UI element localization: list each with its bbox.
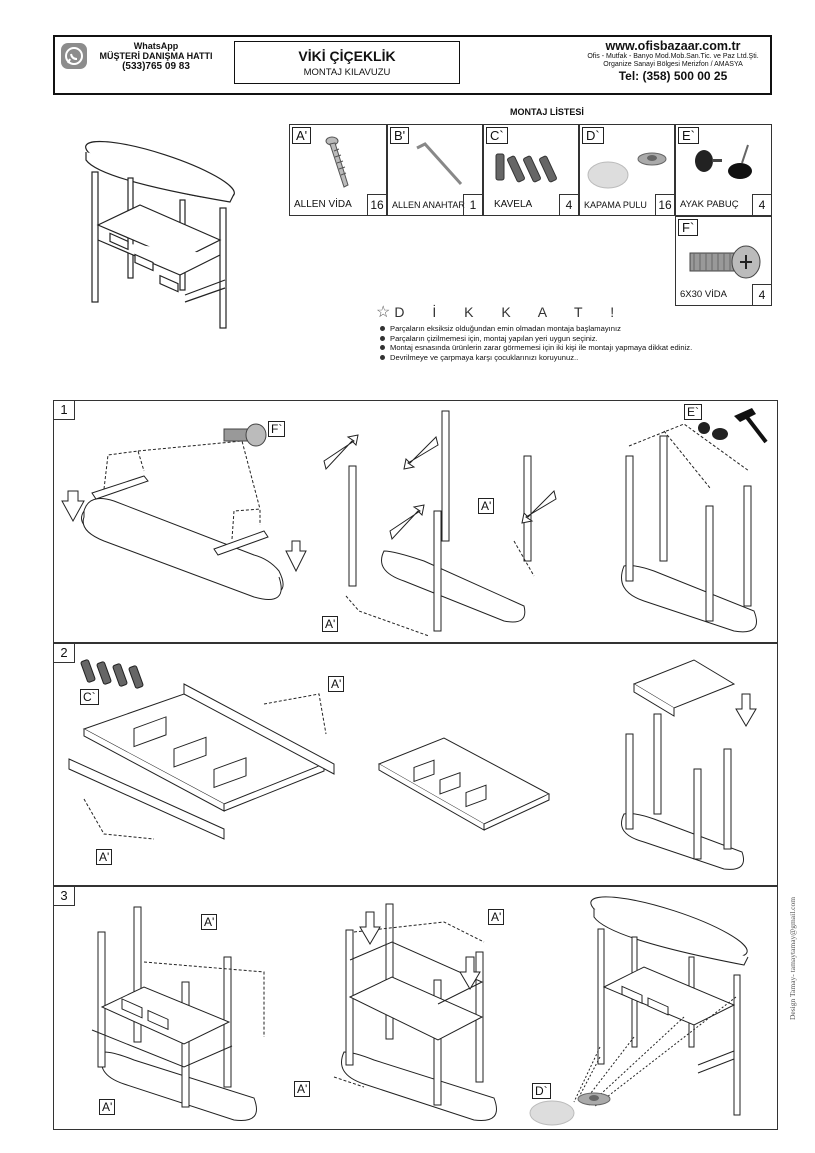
title-block: VİKİ ÇİÇEKLİK MONTAJ KILAVUZU: [234, 41, 460, 84]
hotline-phone: (533)765 09 83: [122, 61, 190, 72]
step2-label-c: C`: [80, 689, 99, 705]
company-block: www.ofisbazaar.com.tr Ofis - Mutfak - Ba…: [575, 37, 771, 93]
step-3-panel: 3 A' A' A' A': [53, 886, 778, 1130]
part-d-cover-cap: D` KAPAMA PULU 16: [579, 124, 675, 216]
company-tel: Tel: (358) 500 00 25: [618, 69, 728, 83]
warning-block: ☆ D İ K K A T ! Parçaların eksiksiz oldu…: [376, 302, 692, 362]
hammer-icon: [734, 408, 768, 444]
step3-top-rails-illustration: [333, 903, 497, 1122]
step3-label-d: D`: [532, 1083, 551, 1099]
part-name: KAVELA: [494, 199, 533, 210]
cover-cap-icon: [529, 1092, 611, 1126]
part-qty: 16: [655, 194, 674, 215]
step2-shelf-exploded-illustration: [68, 659, 335, 840]
header: WhatsApp MÜŞTERİ DANIŞMA HATTI (533)765 …: [53, 35, 772, 95]
step1-top-board-illustration: [61, 423, 307, 600]
hotline-label: MÜŞTERİ DANIŞMA HATTI: [99, 51, 213, 61]
whatsapp-icon: [61, 43, 87, 69]
step2-label-a-2: A': [96, 849, 113, 865]
cover-cap-icon: [587, 152, 667, 189]
company-line1: Ofis - Mutfak - Banyo Mod.Mob.San.Tic. v…: [587, 53, 759, 60]
part-c-dowel: C` KAVELA 4: [483, 124, 579, 216]
whatsapp-label: WhatsApp: [133, 41, 179, 51]
foot-pad-icon: [695, 144, 752, 179]
warning-list: Parçaların eksiksiz olduğundan emin olma…: [376, 324, 692, 362]
warning-item: Devrilmeye ve çarpmaya karşı çocuklarını…: [379, 353, 692, 363]
product-title: VİKİ ÇİÇEKLİK: [298, 48, 396, 64]
part-letter: E`: [678, 127, 699, 144]
step3-finished-illustration: [573, 896, 749, 1116]
part-name: KAPAMA PULU: [584, 200, 647, 210]
part-qty: 4: [752, 194, 771, 215]
warning-title: D İ K K A T !: [394, 304, 627, 320]
product-subtitle: MONTAJ KILAVUZU: [303, 67, 391, 78]
step2-label-a-1: A': [328, 676, 345, 692]
part-letter: B': [390, 127, 410, 144]
parts-list-title: MONTAJ LİSTESİ: [510, 107, 584, 117]
designer-credit: Design Tamay- tamaytamay@gmail.com: [788, 896, 797, 1020]
step1-legs-illustration: [323, 410, 557, 637]
part-e-foot-pad: E` AYAK PABUÇ 4: [675, 124, 772, 216]
step3-label-a-4: A': [294, 1081, 311, 1097]
part-letter: D`: [582, 127, 604, 144]
screw-icon: [325, 136, 349, 188]
step3-label-a-1: A': [201, 914, 218, 930]
part-letter: A': [292, 127, 312, 144]
bolt-icon: [689, 245, 761, 279]
step2-insert-shelf-illustration: [621, 659, 757, 870]
warning-item: Montaj esnasında ürünlerin zarar görmeme…: [379, 343, 693, 353]
part-name: ALLEN ANAHTAR: [392, 200, 465, 210]
step2-shelf-assembled-illustration: [377, 737, 551, 831]
step3-label-a-3: A': [488, 909, 505, 925]
part-letter: F`: [678, 219, 699, 236]
step-number: 1: [54, 401, 75, 420]
part-qty: 4: [559, 194, 578, 215]
warning-item: Parçaların eksiksiz olduğundan emin olma…: [379, 324, 692, 334]
step3-label-a-2: A': [99, 1099, 116, 1115]
part-qty: 16: [367, 194, 386, 215]
warning-item: Parçaların çizilmemesi için, montaj yapı…: [379, 334, 692, 344]
step-number: 3: [54, 887, 75, 906]
allen-key-icon: [416, 142, 463, 186]
step3-side-rails-illustration: [91, 906, 265, 1122]
part-name: AYAK PABUÇ: [680, 199, 739, 210]
star-icon: ☆: [376, 304, 391, 321]
step1-label-a-1: A': [478, 498, 495, 514]
dowel-icon: [495, 153, 557, 183]
website-link[interactable]: www.ofisbazaar.com.tr: [605, 39, 741, 53]
company-line2: Organize Sanayi Bölgesi Merizfon / AMASY…: [603, 61, 743, 68]
step1-label-a-2: A': [322, 616, 339, 632]
part-a-allen-screw: A' ALLEN VİDA 16: [289, 124, 387, 216]
step1-label-e: E`: [684, 404, 702, 420]
part-letter: C`: [486, 127, 508, 144]
hotline-block: WhatsApp MÜŞTERİ DANIŞMA HATTI (533)765 …: [55, 37, 225, 93]
part-b-allen-key: B' ALLEN ANAHTAR 1: [387, 124, 483, 216]
part-name: ALLEN VİDA: [294, 199, 352, 210]
step-1-panel: 1 F` A': [53, 400, 778, 643]
step-number: 2: [54, 644, 75, 663]
part-qty: 1: [463, 194, 482, 215]
step-2-panel: 2 C` A' A': [53, 643, 778, 886]
product-illustration: [85, 140, 235, 329]
part-qty: 4: [752, 284, 771, 305]
step1-feet-illustration: [621, 422, 757, 633]
part-f-bolt: F` 6X30 VİDA 4: [675, 216, 772, 306]
step1-label-f: F`: [268, 421, 286, 437]
part-name: 6X30 VİDA: [680, 289, 727, 300]
